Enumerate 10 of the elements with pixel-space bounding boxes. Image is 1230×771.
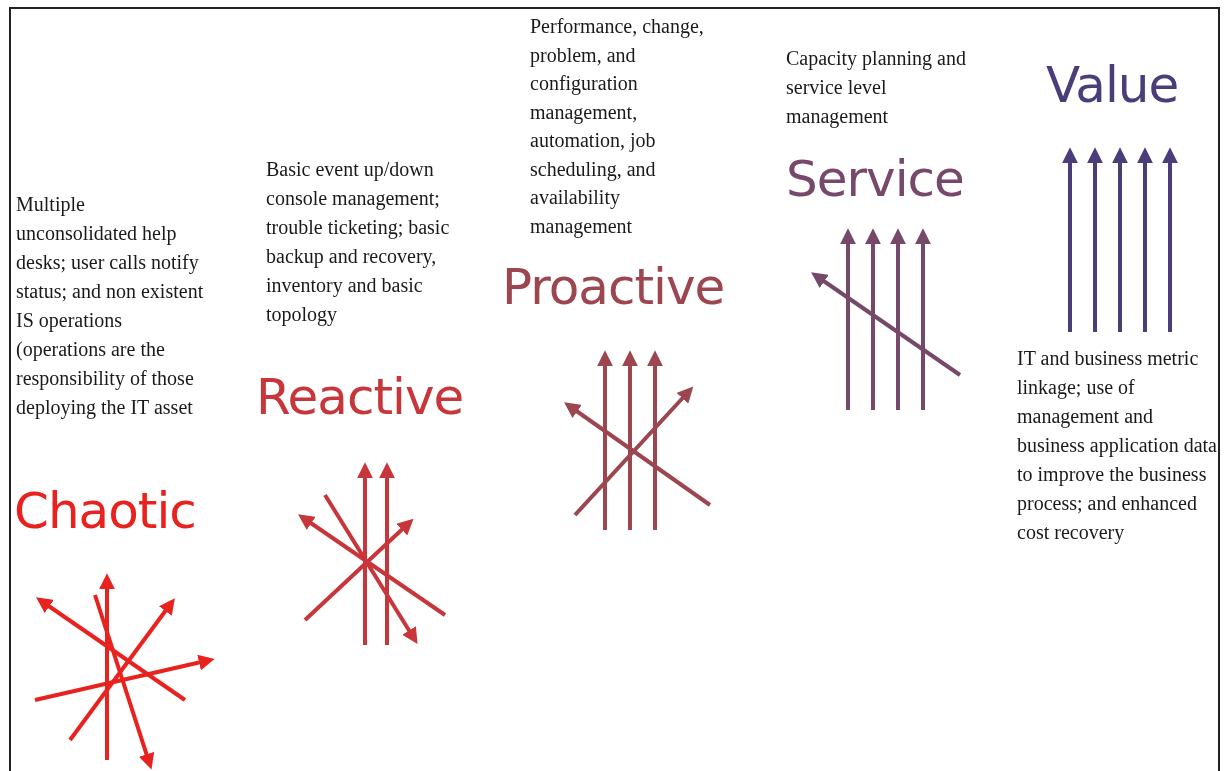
- stage-title: Proactive: [502, 262, 725, 312]
- stage-description: Multiple unconsolidated help desks; user calls notify status; and non existent IS operations (operations are the responsibility of those deploying the IT asset: [16, 192, 205, 421]
- stage-title: Service: [786, 154, 964, 204]
- stage-title: Reactive: [256, 372, 464, 422]
- stage-description: Capacity planning and service level management: [786, 46, 967, 130]
- stage-description: IT and business metric linkage; use of management and business application data to improve the business process; and enhanced cost recovery: [1017, 346, 1217, 546]
- stage-title: Chaotic: [14, 486, 196, 536]
- stage-description: Performance, change, problem, and configuration management, automation, job scheduling, and availability management: [530, 14, 705, 240]
- stage-description: Basic event up/down console management; trouble ticketing; basic backup and recovery, inventory and basic topology: [266, 157, 451, 328]
- stage-title: Value: [1046, 60, 1179, 110]
